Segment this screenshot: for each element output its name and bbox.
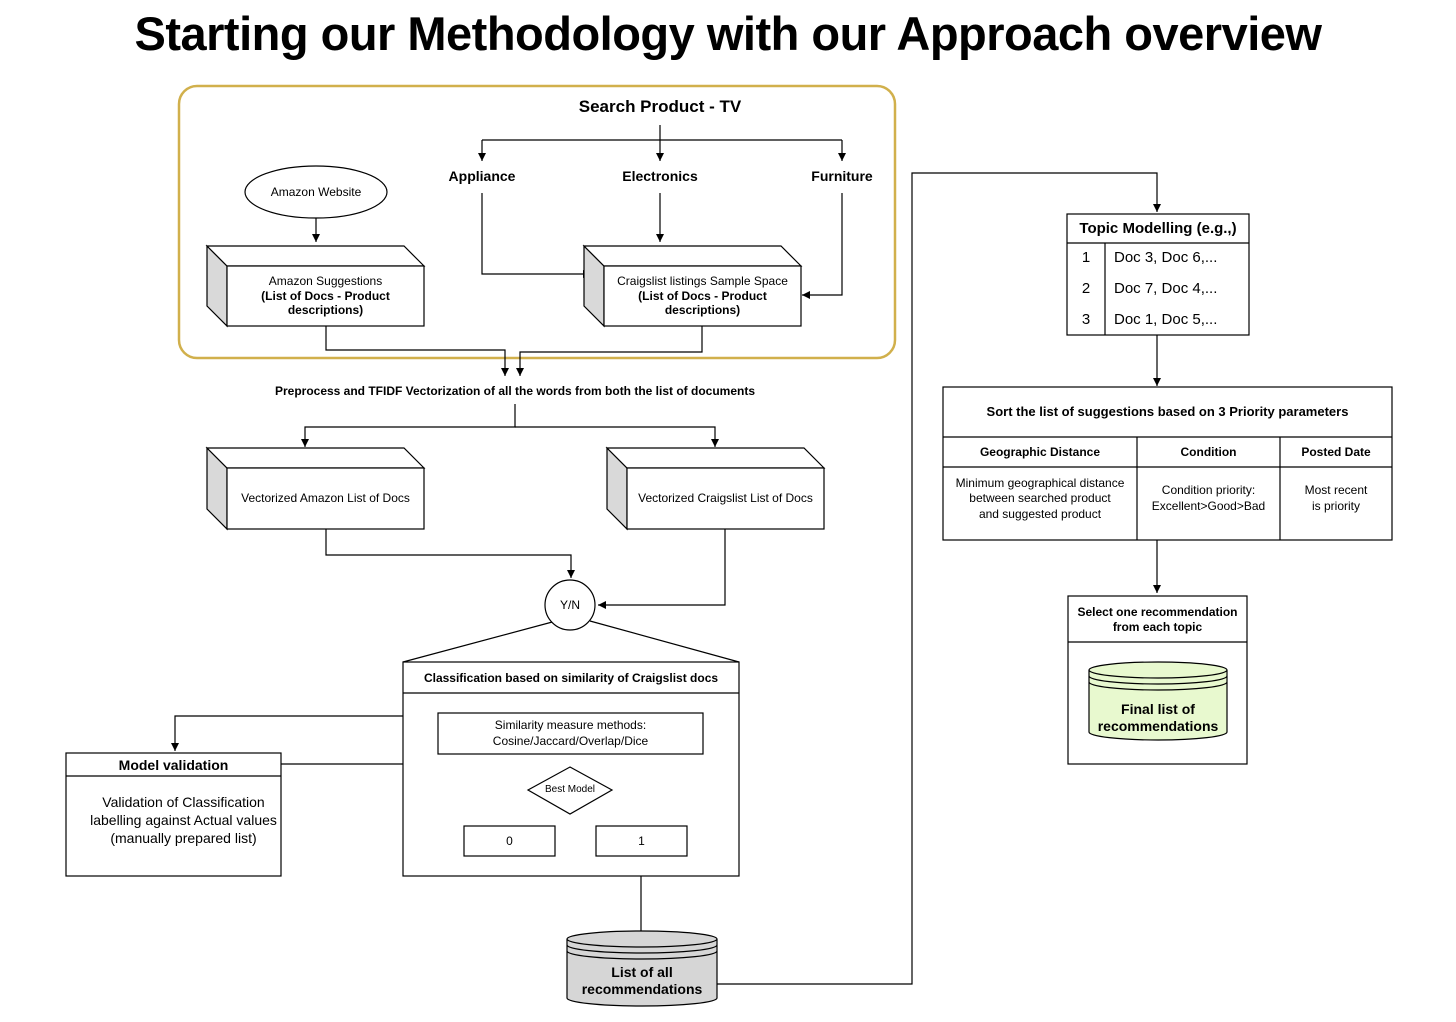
similarity-box <box>437 712 704 755</box>
connector-preprocess-split-right <box>515 426 719 447</box>
preprocess-label: Preprocess and TFIDF Vectorization of al… <box>274 383 756 398</box>
topic-row-2-num: 2 <box>1081 280 1091 298</box>
model-validation-container <box>65 752 282 877</box>
model-validation-title: Model validation <box>118 757 229 774</box>
craigslist-listings-line1: Craigslist listings Sample Space <box>617 274 788 289</box>
arrow-appliance-to-craigslist <box>481 193 591 278</box>
category-appliance: Appliance <box>448 168 516 185</box>
best-model-label: Best Model <box>544 783 596 795</box>
connector-preprocess-split <box>301 404 516 447</box>
select-one-label: Select one recommendation from each topi… <box>1077 605 1238 634</box>
best-model-diamond <box>526 766 614 815</box>
arrow-vec-amazon-to-yn <box>325 529 575 578</box>
craigslist-listings-line2: (List of Docs - Product descriptions) <box>638 288 767 318</box>
vectorized-craigslist-label: Vectorized Craigslist List of Docs <box>638 491 813 505</box>
topic-row-1-num: 1 <box>1081 249 1091 267</box>
list-all-label: List of all recommendations <box>581 963 703 998</box>
arrow-list-to-topic <box>716 172 1161 985</box>
topic-row-3-docs: Doc 1, Doc 5,... <box>1114 310 1218 328</box>
output-1-label: 1 <box>638 833 645 848</box>
sort-header-posted-date: Posted Date <box>1301 444 1371 459</box>
sort-header-geographic: Geographic Distance <box>979 444 1101 459</box>
amazon-suggestions-box <box>205 244 426 328</box>
category-furniture: Furniture <box>811 168 873 185</box>
classification-title: Classification based on similarity of Cr… <box>423 670 719 685</box>
model-validation-body: Validation of Classification labelling a… <box>90 794 277 846</box>
topic-modelling-title: Topic Modelling (e.g.,) <box>1079 220 1237 238</box>
vectorized-amazon-label: Vectorized Amazon List of Docs <box>241 491 410 505</box>
arrow-vec-craigslist-to-yn <box>598 529 726 609</box>
output-0-box <box>463 825 556 857</box>
amazon-website-label: Amazon Website <box>270 184 362 199</box>
vectorized-craigslist-box <box>605 446 826 531</box>
sort-header-condition: Condition <box>1180 444 1237 459</box>
sort-cell-geographic: Minimum geographical distance between se… <box>955 475 1125 521</box>
sort-table <box>942 386 1393 541</box>
final-list-label: Final list of recommendations <box>1097 700 1219 735</box>
similarity-label: Similarity measure methods: Cosine/Jacca… <box>492 717 649 748</box>
yn-label: Y/N <box>559 597 580 612</box>
callout-yn-left <box>402 620 557 663</box>
output-1-box <box>595 825 688 857</box>
callout-yn-right <box>589 620 740 663</box>
amazon-suggestions-line2: (List of Docs - Product descriptions) <box>261 288 390 318</box>
topic-row-3-num: 3 <box>1081 310 1091 328</box>
topic-row-2-docs: Doc 7, Doc 4,... <box>1114 280 1218 298</box>
craigslist-listings-label: Craigslist listings Sample Space (List o… <box>604 266 801 326</box>
list-all-db <box>566 930 718 1007</box>
sort-table-title: Sort the list of suggestions based on 3 … <box>986 403 1349 419</box>
page-title: Starting our Methodology with our Approa… <box>134 7 1322 60</box>
vectorized-amazon-box <box>205 446 426 531</box>
arrow-furniture-to-craigslist <box>802 193 843 299</box>
sort-cell-posted-date: Most recent is priority <box>1304 483 1368 513</box>
topic-row-1-docs: Doc 3, Doc 6,... <box>1114 249 1218 267</box>
arrow-classification-to-validation <box>171 715 403 751</box>
output-0-label: 0 <box>506 833 513 848</box>
classification-container <box>402 661 740 877</box>
category-electronics: Electronics <box>622 168 698 185</box>
search-product-label: Search Product - TV <box>578 97 742 117</box>
yn-decision-node <box>544 579 596 631</box>
arrow-craigslist-to-preprocess <box>516 326 703 376</box>
amazon-suggestions-label: Amazon Suggestions (List of Docs - Produ… <box>227 266 424 326</box>
amazon-suggestions-line1: Amazon Suggestions <box>268 274 383 289</box>
input-group-border <box>177 84 897 360</box>
craigslist-listings-box <box>582 244 803 328</box>
sort-cell-condition: Condition priority: Excellent>Good>Bad <box>1151 483 1266 513</box>
topic-modelling-table <box>1066 213 1250 336</box>
arrow-amazon-to-preprocess <box>325 326 509 376</box>
final-list-db <box>1088 661 1228 741</box>
amazon-website-node <box>244 165 388 219</box>
